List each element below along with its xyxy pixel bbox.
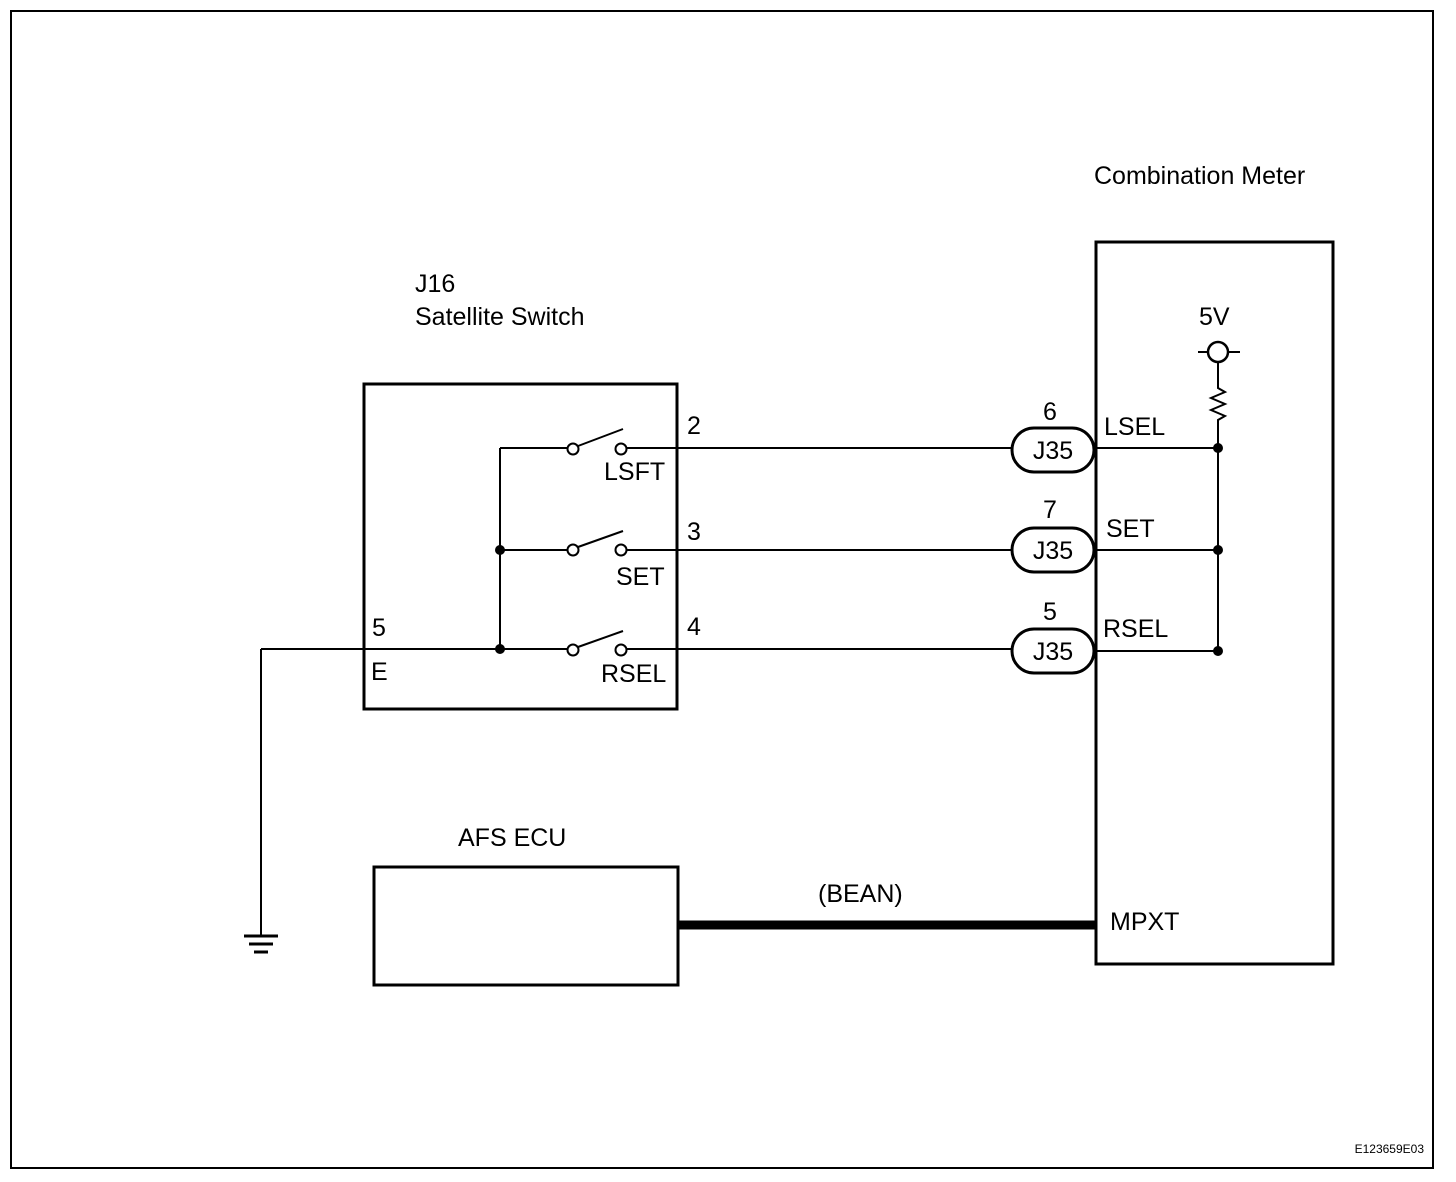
junction-dot (1213, 443, 1223, 453)
connector-label: J35 (1033, 537, 1073, 565)
satellite-switch-box (362, 382, 679, 711)
terminal-lsel: LSEL (1104, 413, 1165, 441)
switch-label-rsel: RSEL (601, 660, 666, 688)
connector-j35-rsel: J35 5 (1010, 598, 1096, 675)
junction-dot (1213, 545, 1223, 555)
switch-label-lsft: LSFT (604, 458, 665, 486)
pin-3-label: 3 (687, 518, 701, 546)
terminal-rsel: RSEL (1103, 615, 1168, 643)
supply-voltage-label: 5V (1199, 303, 1230, 331)
connector-pin-7: 7 (1043, 496, 1057, 524)
switch-code: J16 (415, 270, 455, 298)
terminal-mpxt: MPXT (1110, 908, 1179, 936)
set-switch-icon (566, 530, 628, 557)
combination-meter-title: Combination Meter (1094, 162, 1305, 190)
pull-up-resistor-icon (1208, 362, 1228, 448)
afs-ecu-title: AFS ECU (458, 824, 566, 852)
connector-pin-5: 5 (1043, 598, 1057, 626)
pin-4-label: 4 (687, 613, 701, 641)
connector-label: J35 (1033, 638, 1073, 666)
bean-bus-label: (BEAN) (818, 880, 903, 908)
ground-terminal-label: E (371, 658, 388, 686)
supply-terminal-icon (1198, 340, 1240, 364)
pin-5-label: 5 (372, 614, 386, 642)
connector-label: J35 (1033, 437, 1073, 465)
connector-j35-lsel: J35 6 (1010, 398, 1096, 474)
switch-title: Satellite Switch (415, 303, 585, 331)
lsft-switch-icon (566, 428, 628, 456)
combination-meter-box (1094, 240, 1335, 966)
junction-dot (1213, 646, 1223, 656)
pin-2-label: 2 (687, 412, 701, 440)
terminal-set: SET (1106, 515, 1155, 543)
ground-icon (244, 934, 278, 954)
rsel-switch-icon (566, 630, 628, 657)
figure-code: E123659E03 (1355, 1142, 1425, 1156)
switch-label-set: SET (616, 563, 665, 591)
connector-pin-6: 6 (1043, 398, 1057, 426)
connector-j35-set: J35 7 (1010, 496, 1096, 574)
afs-ecu-box (372, 865, 680, 987)
diagram-frame (10, 10, 1434, 1169)
